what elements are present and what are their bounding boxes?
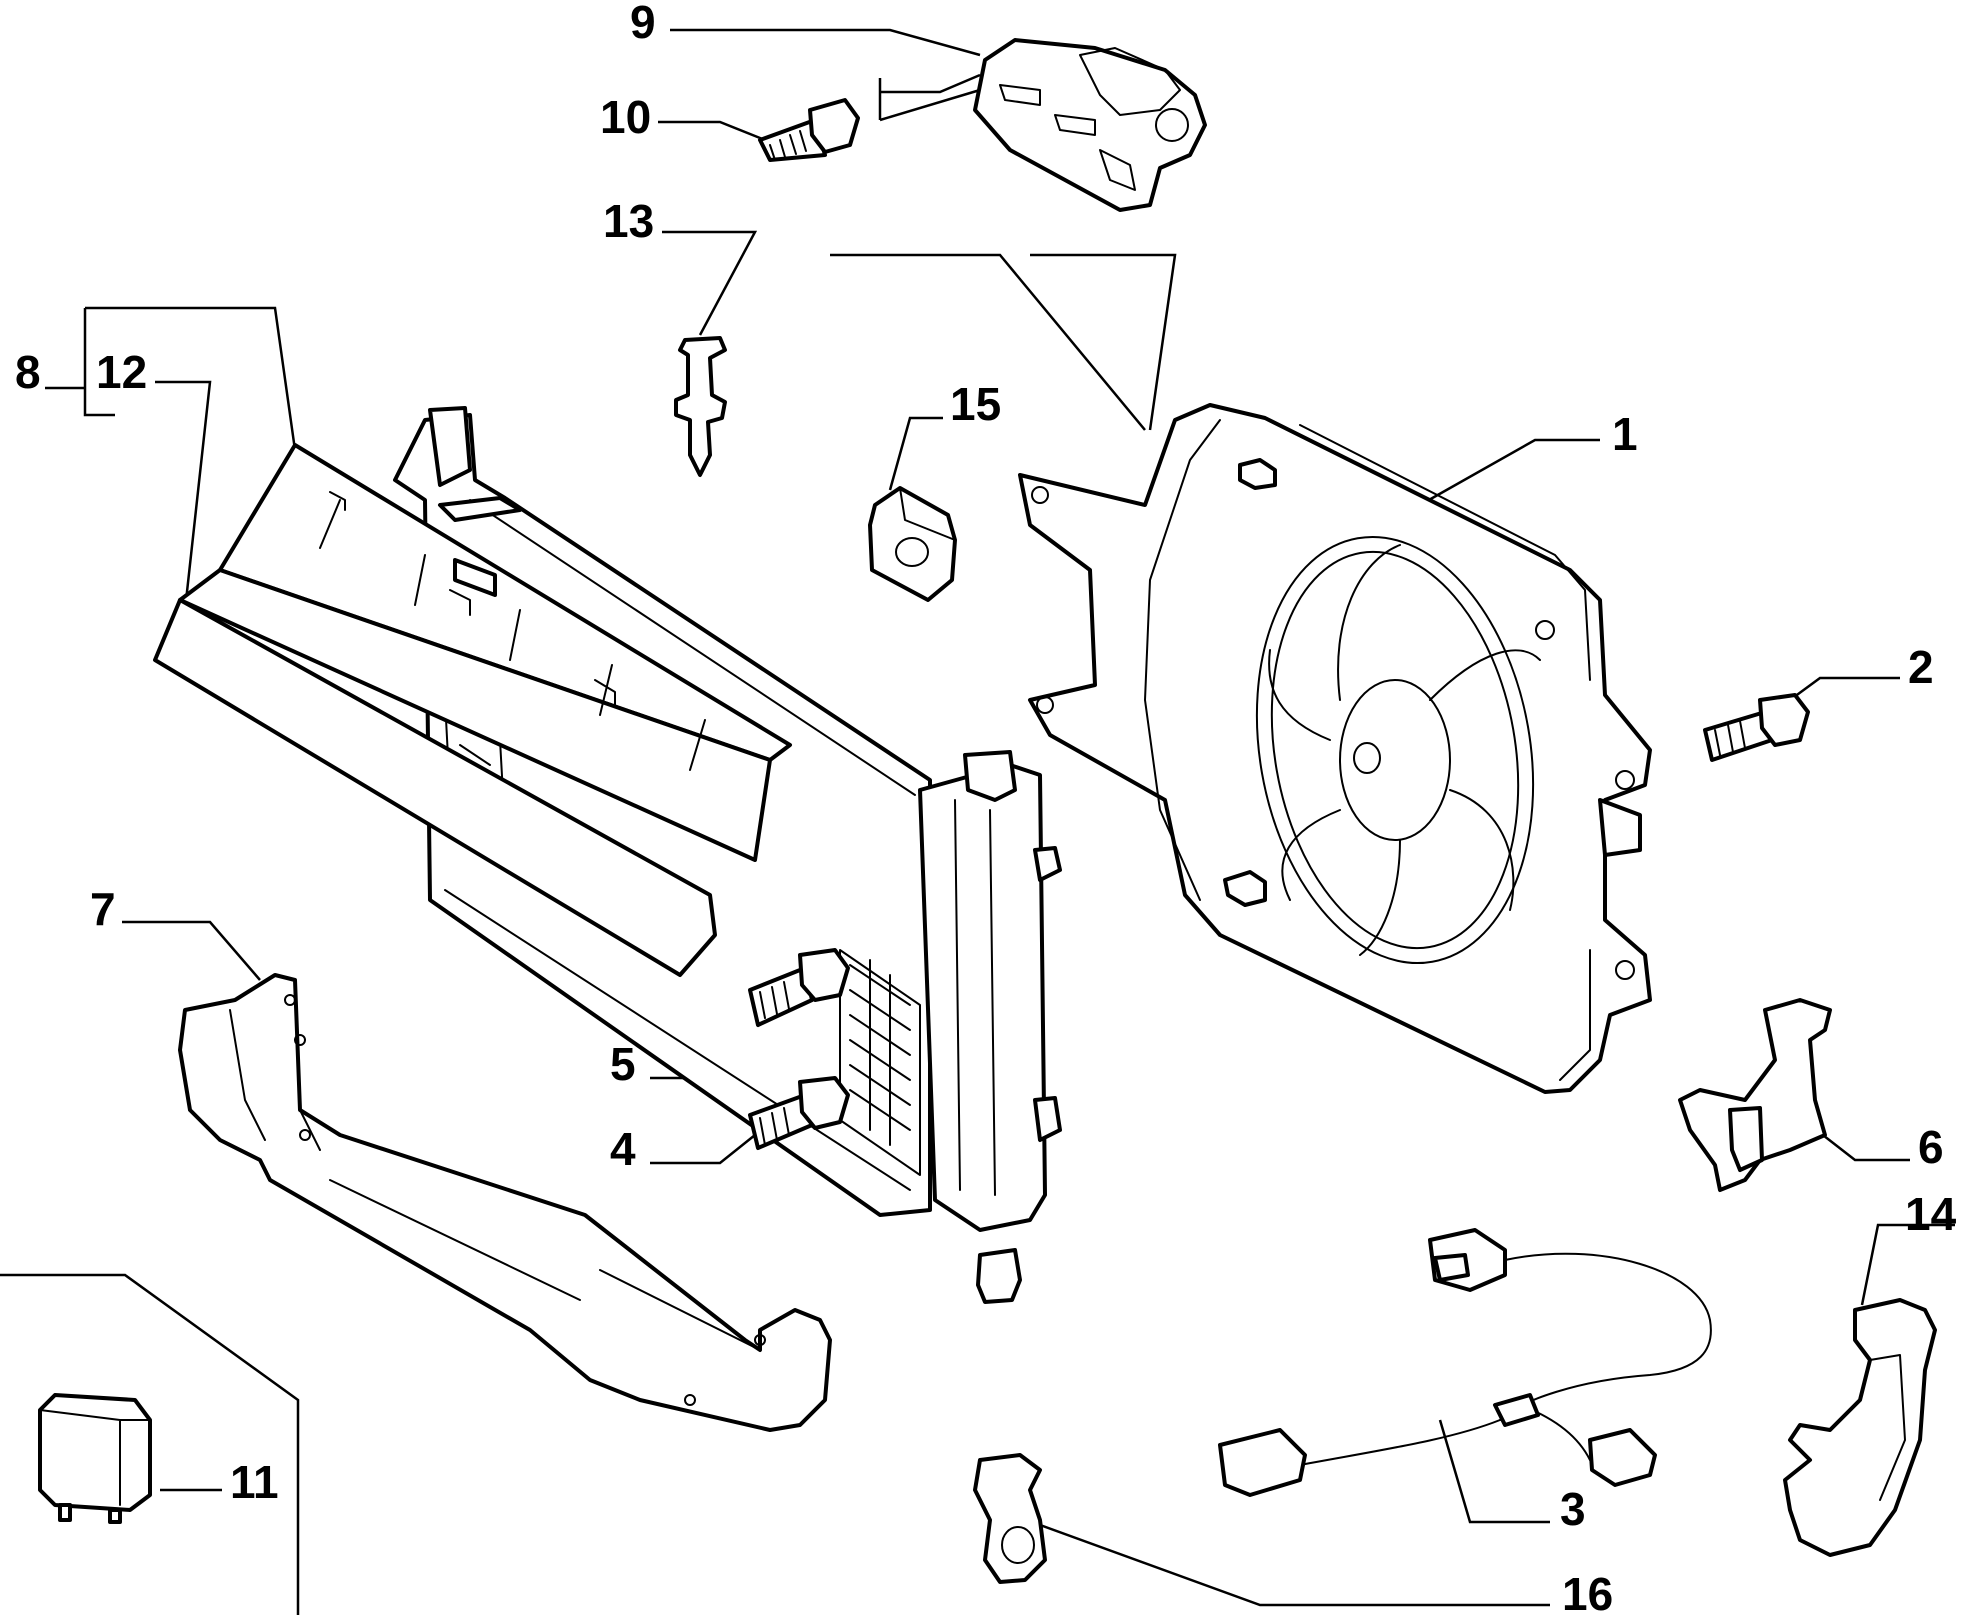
callout-10: 10 <box>600 91 651 143</box>
callout-7: 7 <box>90 883 116 935</box>
part-13-clip-pin <box>674 336 727 477</box>
part-4-bolt <box>748 1076 850 1150</box>
callout-13: 13 <box>603 195 654 247</box>
part-8-12-air-deflector <box>153 443 792 977</box>
callout-1: 1 <box>1612 408 1638 460</box>
part-11-relay <box>38 1393 152 1524</box>
part-14-bracket <box>1783 1298 1937 1557</box>
part-6-sensor-bracket <box>1678 998 1832 1192</box>
callout-12: 12 <box>96 346 147 398</box>
callout-9: 9 <box>630 0 656 48</box>
callout-14: 14 <box>1905 1188 1957 1240</box>
callout-15: 15 <box>950 378 1001 430</box>
callout-5: 5 <box>610 1038 636 1090</box>
callout-6: 6 <box>1918 1121 1944 1173</box>
part-10-bolt <box>758 98 860 162</box>
callout-2: 2 <box>1908 641 1934 693</box>
part-3-wiring-harness <box>1218 1228 1712 1497</box>
leader-lines <box>0 28 1955 1615</box>
part-7-lower-bracket <box>178 973 832 1432</box>
part-15-speed-nut <box>868 486 957 602</box>
callout-16: 16 <box>1562 1568 1613 1615</box>
part-5-bolt <box>748 948 850 1027</box>
part-16-hose-clamp <box>973 1453 1047 1584</box>
part-9-fan-resistor <box>973 38 1207 212</box>
callout-3: 3 <box>1560 1483 1586 1535</box>
callout-8: 8 <box>15 346 41 398</box>
callout-4: 4 <box>610 1123 636 1175</box>
part-1-fan-assembly <box>1018 403 1652 1094</box>
callout-11: 11 <box>230 1456 279 1508</box>
part-2-bolt <box>1703 693 1810 762</box>
